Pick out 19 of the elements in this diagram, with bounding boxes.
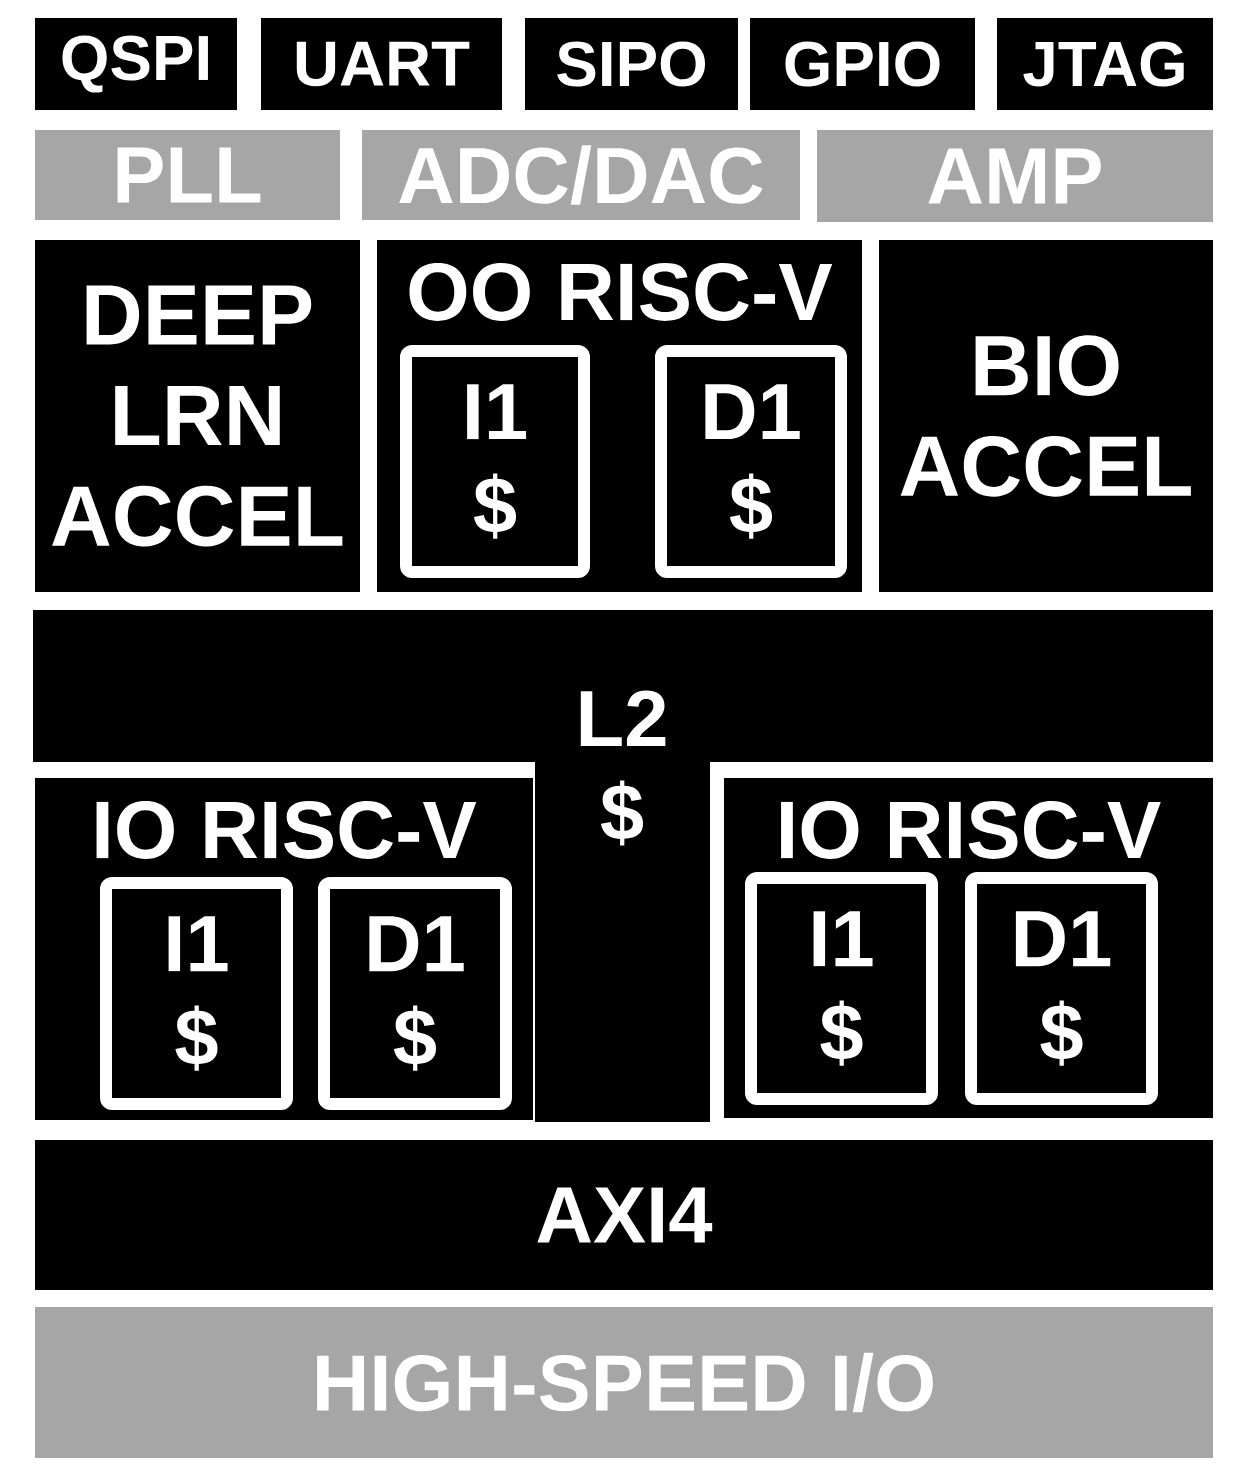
block: SIPO (525, 18, 738, 110)
block: GPIO (750, 18, 975, 110)
block: UART (261, 18, 502, 110)
cache-box: I1 $ (100, 877, 293, 1110)
cache-box: D1 $ (318, 877, 512, 1110)
analog-block: HIGH-SPEED I/O (35, 1307, 1213, 1458)
analog-block: AMP (817, 130, 1213, 222)
analog-block: ADC/DAC (362, 130, 800, 220)
block: AXI4 (35, 1140, 1213, 1290)
cache-box: I1 $ (400, 345, 590, 578)
block: JTAG (997, 18, 1213, 110)
cache-box: D1 $ (655, 345, 847, 578)
cache-box: D1 $ (965, 872, 1158, 1105)
node-label: IO RISC-V (96, 801, 477, 859)
cache-box: I1 $ (745, 872, 938, 1105)
block: DEEP LRN ACCEL (35, 240, 360, 592)
analog-block: PLL (35, 130, 340, 220)
block: QSPI (35, 18, 237, 110)
block: BIO ACCEL (879, 240, 1213, 592)
